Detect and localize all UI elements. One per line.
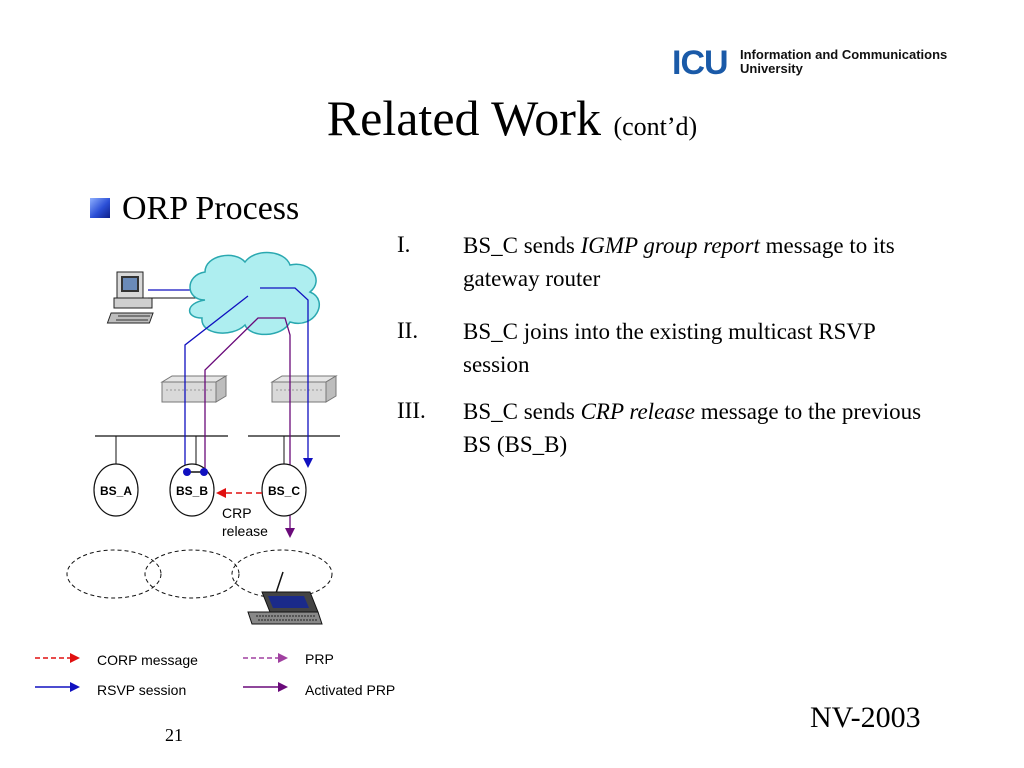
logo-line-1: Information and Communications (740, 47, 948, 62)
station-c-label: BS_C (268, 484, 300, 498)
footer-conference: NV-2003 (810, 701, 921, 734)
bullet-square-icon (90, 198, 110, 218)
logo-mark: ICU (672, 44, 729, 82)
base-station-b: BS_B (169, 463, 215, 517)
section-heading: ORP Process (122, 190, 300, 227)
legend-activated-prp-label: Activated PRP (305, 682, 395, 698)
step-1-text-a: BS_C sends (463, 233, 581, 258)
legend-prp-label: PRP (305, 651, 334, 667)
rsvp-endpoint-dot (183, 468, 191, 476)
legend: CORP message PRP RSVP session Activated … (35, 651, 395, 698)
slide-title: Related Work (cont’d) (0, 88, 1024, 157)
base-station-c: BS_C (261, 463, 307, 517)
step-1-text-b: message to its gateway router (463, 233, 895, 291)
step-1-number: I. (397, 232, 411, 257)
step-2-text-a: BS_C joins into the existing multicast R… (463, 319, 875, 377)
mobile-device-icon (247, 571, 323, 625)
step-3-text-em: CRP release (580, 399, 695, 424)
crp-label-line1: CRP (222, 505, 252, 521)
step-1-text-em: IGMP group report (580, 233, 760, 258)
title-main: Related Work (326, 90, 601, 146)
coverage-area-a (66, 549, 162, 599)
step-3-text-b: message to the previous BS (BS_B) (463, 399, 922, 457)
step-2-number: II. (397, 318, 419, 343)
base-station-a: BS_A (93, 463, 139, 517)
step-3-number: III. (397, 398, 426, 423)
coverage-area-b (144, 549, 240, 599)
router-right-icon (270, 375, 338, 403)
logo-text: Information and Communications Universit… (740, 48, 947, 76)
step-2-text: BS_C joins into the existing multicast R… (463, 315, 923, 381)
step-3-text: BS_C sends CRP release message to the pr… (463, 395, 943, 461)
page-number: 21 (165, 725, 183, 745)
legend-corp-label: CORP message (97, 652, 198, 668)
step-3-text-a: BS_C sends (463, 399, 581, 424)
crp-label-line2: release (222, 523, 268, 539)
title-sub: (cont’d) (613, 112, 698, 141)
station-a-label: BS_A (100, 484, 132, 498)
network-cloud (188, 251, 320, 336)
step-1-text: BS_C sends IGMP group report message to … (463, 229, 963, 295)
logo-line-2: University (740, 61, 803, 76)
desktop-computer-icon (106, 271, 154, 324)
router-left-icon (160, 375, 228, 403)
legend-rsvp-label: RSVP session (97, 682, 186, 698)
prp-endpoint-dot (200, 468, 208, 476)
station-b-label: BS_B (176, 484, 208, 498)
